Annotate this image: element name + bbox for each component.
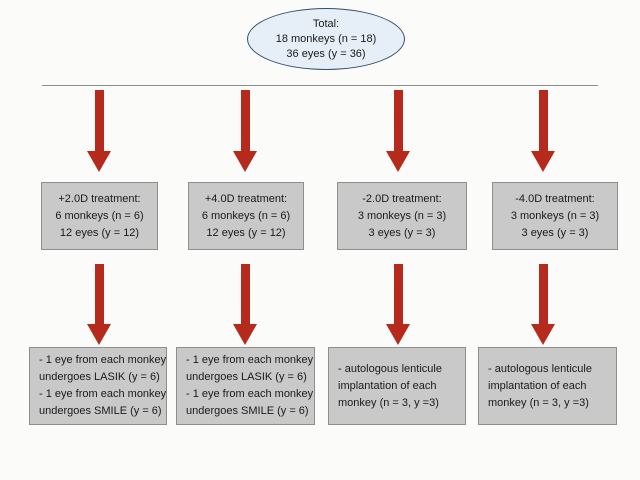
arrow-shaft <box>394 90 403 151</box>
procedure-3-line-3: monkey (n = 3, y =3) <box>338 396 439 409</box>
arrow-head <box>531 324 555 345</box>
group-1-line-2: 6 monkeys (n = 6) <box>55 209 144 222</box>
group-1-line-3: 12 eyes (y = 12) <box>59 226 140 239</box>
arrow-head <box>87 324 111 345</box>
arrow-shaft <box>241 90 250 151</box>
group-box-2: +4.0D treatment: 6 monkeys (n = 6) 12 ey… <box>188 182 304 250</box>
arrow-head <box>386 151 410 172</box>
group-2-line-3: 12 eyes (y = 12) <box>206 226 286 239</box>
arrow-shaft <box>95 90 104 151</box>
horizontal-rule <box>42 85 598 86</box>
procedure-box-2: - 1 eye from each monkey undergoes LASIK… <box>176 347 315 425</box>
arrow-shaft <box>394 264 403 324</box>
arrow-to-group-2 <box>233 90 257 172</box>
arrow-shaft <box>539 90 548 151</box>
arrow-to-procedure-3 <box>386 264 410 345</box>
procedure-4-line-1: - autologous lenticule <box>488 362 592 375</box>
arrow-head <box>233 324 257 345</box>
procedure-2-line-3: - 1 eye from each monkey <box>186 388 314 400</box>
arrow-to-group-4 <box>531 90 555 172</box>
procedure-4-line-3: monkey (n = 3, y =3) <box>488 396 589 409</box>
group-2-line-2: 6 monkeys (n = 6) <box>201 209 291 222</box>
arrow-to-procedure-4 <box>531 264 555 345</box>
group-3-line-1: -2.0D treatment: <box>362 192 442 205</box>
arrow-to-group-3 <box>386 90 410 172</box>
arrow-head <box>386 324 410 345</box>
procedure-2-line-2: undergoes LASIK (y = 6) <box>186 371 307 383</box>
arrow-to-group-1 <box>87 90 111 172</box>
procedure-2-line-1: - 1 eye from each monkey <box>186 354 314 366</box>
group-2-line-1: +4.0D treatment: <box>204 192 288 205</box>
group-3-line-3: 3 eyes (y = 3) <box>368 226 436 239</box>
procedure-3-line-1: - autologous lenticule <box>338 362 442 375</box>
procedure-1-line-4: undergoes SMILE (y = 6) <box>39 405 162 417</box>
group-3-line-2: 3 monkeys (n = 3) <box>357 209 447 222</box>
procedure-1-line-1: - 1 eye from each monkey <box>39 354 167 366</box>
group-4-line-3: 3 eyes (y = 3) <box>521 226 589 239</box>
group-4-line-1: -4.0D treatment: <box>515 192 595 205</box>
procedure-box-3: - autologous lenticule implantation of e… <box>328 347 466 425</box>
arrow-head <box>87 151 111 172</box>
arrow-head <box>531 151 555 172</box>
procedure-box-1: - 1 eye from each monkey undergoes LASIK… <box>29 347 167 425</box>
procedure-2-line-4: undergoes SMILE (y = 6) <box>186 405 309 417</box>
procedure-3-line-2: implantation of each <box>338 379 437 392</box>
total-line-2: 18 monkeys (n = 18) <box>275 32 377 45</box>
procedure-4-line-2: implantation of each <box>488 379 587 392</box>
procedure-1-line-2: undergoes LASIK (y = 6) <box>39 371 160 383</box>
arrow-head <box>233 151 257 172</box>
group-box-3: -2.0D treatment: 3 monkeys (n = 3) 3 eye… <box>337 182 467 250</box>
arrow-to-procedure-2 <box>233 264 257 345</box>
total-line-1: Total: <box>312 17 340 30</box>
arrow-to-procedure-1 <box>87 264 111 345</box>
group-box-1: +2.0D treatment: 6 monkeys (n = 6) 12 ey… <box>41 182 158 250</box>
arrow-shaft <box>539 264 548 324</box>
group-1-line-1: +2.0D treatment: <box>58 192 141 205</box>
total-node: Total: 18 monkeys (n = 18) 36 eyes (y = … <box>247 8 405 70</box>
procedure-box-4: - autologous lenticule implantation of e… <box>478 347 617 425</box>
group-box-4: -4.0D treatment: 3 monkeys (n = 3) 3 eye… <box>492 182 618 250</box>
arrow-shaft <box>95 264 104 324</box>
arrow-shaft <box>241 264 250 324</box>
total-line-3: 36 eyes (y = 36) <box>286 47 366 60</box>
group-4-line-2: 3 monkeys (n = 3) <box>510 209 600 222</box>
procedure-1-line-3: - 1 eye from each monkey <box>39 388 167 400</box>
